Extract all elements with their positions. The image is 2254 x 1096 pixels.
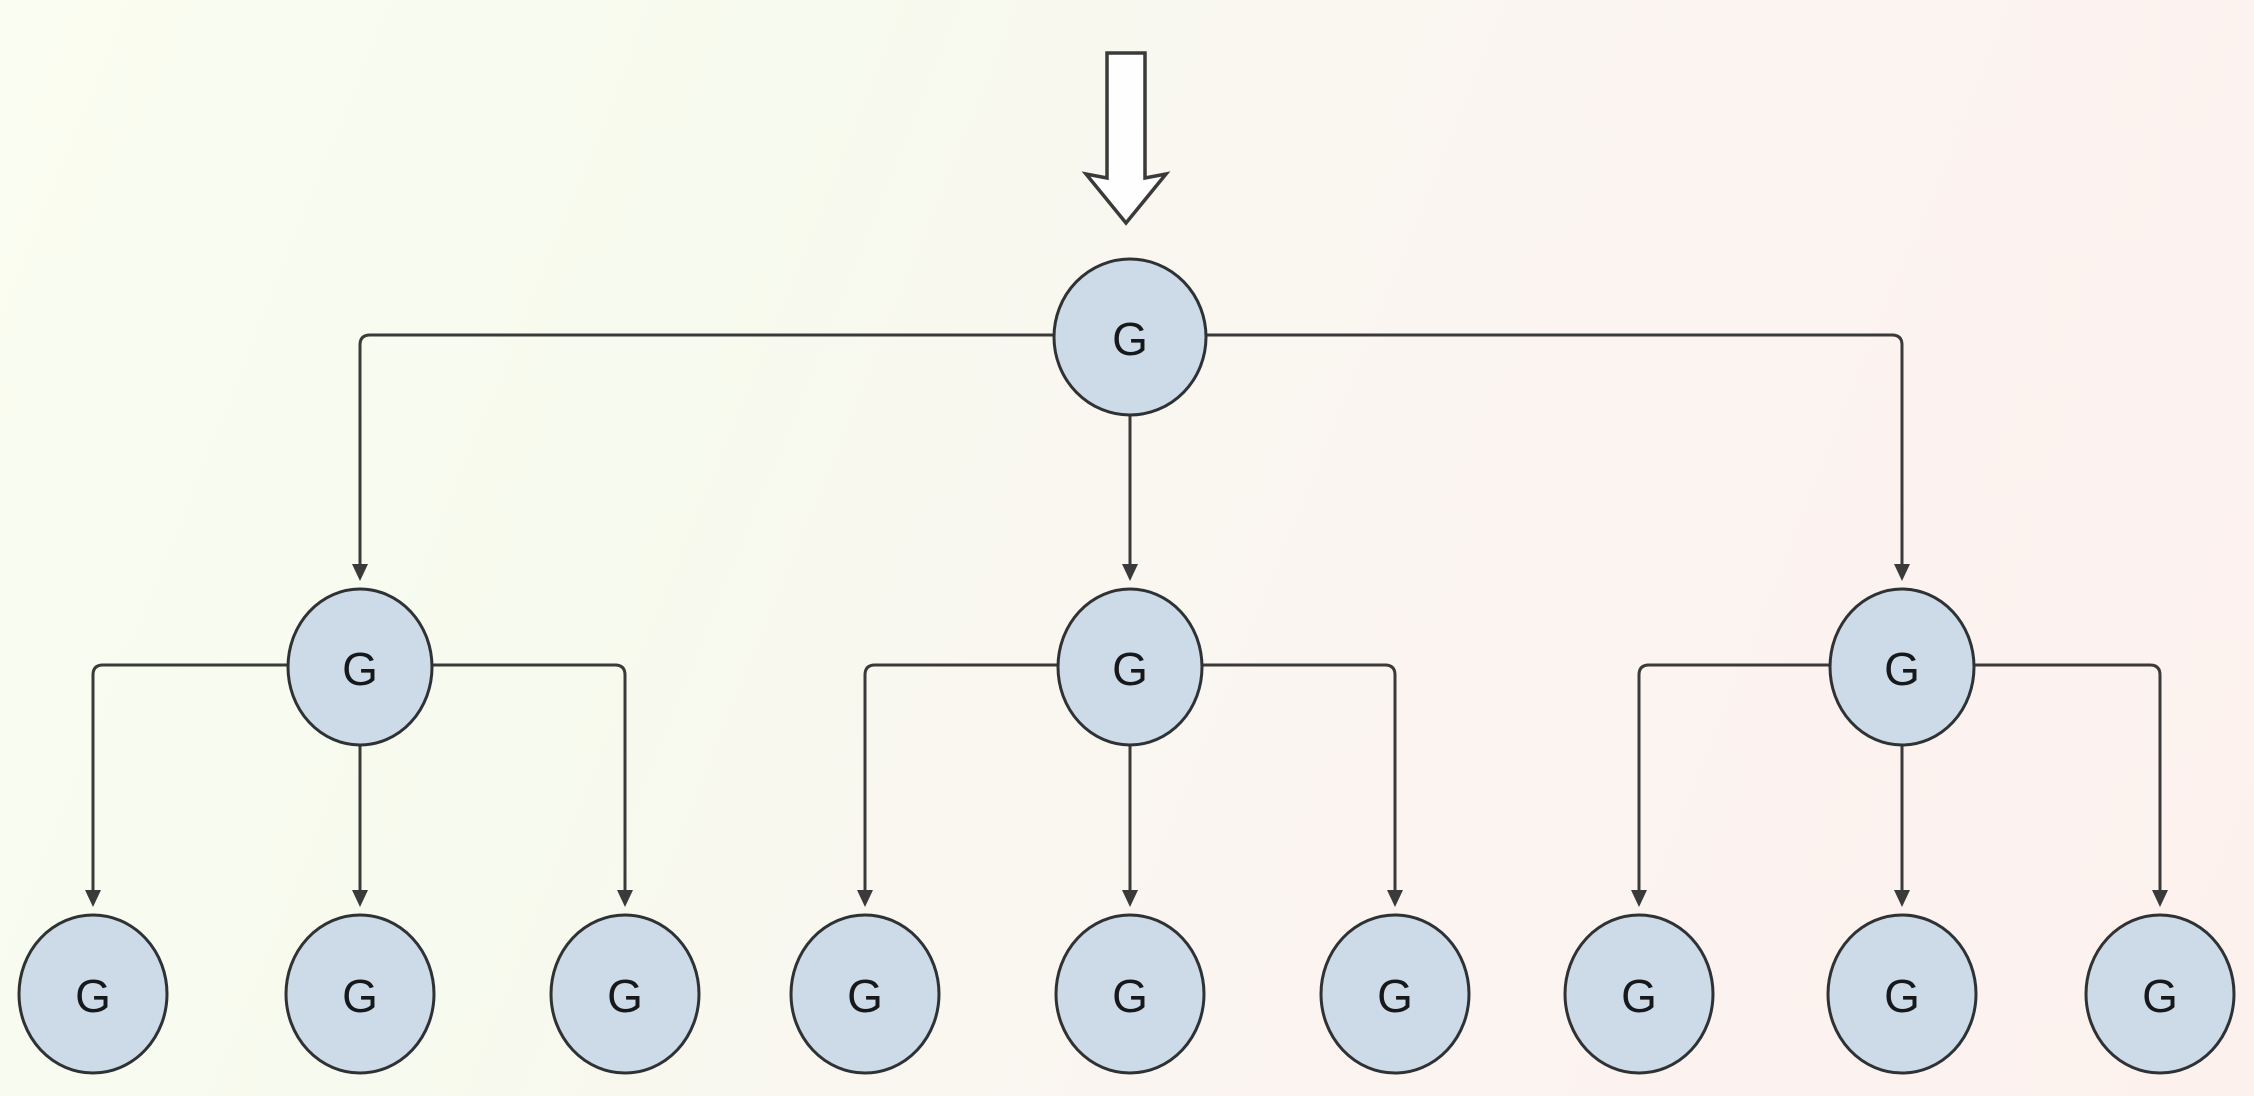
node-label: G: [1884, 643, 1920, 695]
edge-root-m1: [352, 333, 1060, 581]
node-l6: G: [1319, 913, 1471, 1075]
arrowhead-icon: [1387, 890, 1403, 907]
node-circle: [2084, 913, 2236, 1075]
node-label: G: [1377, 970, 1413, 1022]
input-arrow-layer: [1081, 51, 1171, 226]
node-l2: G: [284, 913, 436, 1075]
arrowhead-icon: [352, 564, 368, 581]
arrowhead-icon: [1122, 564, 1138, 581]
node-label: G: [1884, 970, 1920, 1022]
edge-m2-l4: [857, 663, 1064, 907]
node-label: G: [1112, 970, 1148, 1022]
down-arrow-icon: [1081, 51, 1171, 226]
node-l1: G: [17, 913, 169, 1075]
node-label: G: [1621, 970, 1657, 1022]
node-label: G: [607, 970, 643, 1022]
node-circle: [1826, 913, 1978, 1075]
edge-m3-l7: [1631, 663, 1836, 907]
node-l9: G: [2084, 913, 2236, 1075]
node-circle: [1056, 587, 1204, 747]
node-circle: [17, 913, 169, 1075]
arrowhead-icon: [1894, 564, 1910, 581]
node-circle: [284, 913, 436, 1075]
node-m2: G: [1056, 587, 1204, 747]
node-m1: G: [286, 587, 434, 747]
node-circle: [286, 587, 434, 747]
node-label: G: [1112, 313, 1148, 365]
node-m3: G: [1828, 587, 1976, 747]
node-label: G: [75, 970, 111, 1022]
arrowhead-icon: [85, 890, 101, 907]
node-l4: G: [789, 913, 941, 1075]
node-l5: G: [1054, 913, 1206, 1075]
node-label: G: [1112, 643, 1148, 695]
arrowhead-icon: [617, 890, 633, 907]
edge-m2-l6: [1196, 663, 1403, 907]
edge-root-m2: [1122, 409, 1138, 581]
arrowhead-icon: [352, 890, 368, 907]
arrowhead-icon: [2152, 890, 2168, 907]
node-label: G: [342, 970, 378, 1022]
edge-m1-l2: [352, 739, 368, 907]
edge-m1-l1: [85, 663, 294, 907]
arrowhead-icon: [1631, 890, 1647, 907]
node-label: G: [342, 643, 378, 695]
edges-layer: [85, 333, 2168, 907]
node-l8: G: [1826, 913, 1978, 1075]
node-circle: [549, 913, 701, 1075]
node-circle: [1052, 257, 1208, 417]
node-l3: G: [549, 913, 701, 1075]
node-l7: G: [1563, 913, 1715, 1075]
arrowhead-icon: [1894, 890, 1910, 907]
node-circle: [789, 913, 941, 1075]
edge-m3-l8: [1894, 739, 1910, 907]
node-circle: [1563, 913, 1715, 1075]
node-circle: [1828, 587, 1976, 747]
arrowhead-icon: [1122, 890, 1138, 907]
nodes-layer: G G G G G G G G G G G G G: [17, 257, 2236, 1075]
node-root: G: [1052, 257, 1208, 417]
edge-root-m3: [1200, 333, 1910, 581]
node-circle: [1054, 913, 1206, 1075]
edge-m3-l9: [1968, 663, 2168, 907]
edge-m1-l3: [426, 663, 633, 907]
edge-m2-l5: [1122, 739, 1138, 907]
node-label: G: [847, 970, 883, 1022]
node-circle: [1319, 913, 1471, 1075]
arrowhead-icon: [857, 890, 873, 907]
node-label: G: [2142, 970, 2178, 1022]
